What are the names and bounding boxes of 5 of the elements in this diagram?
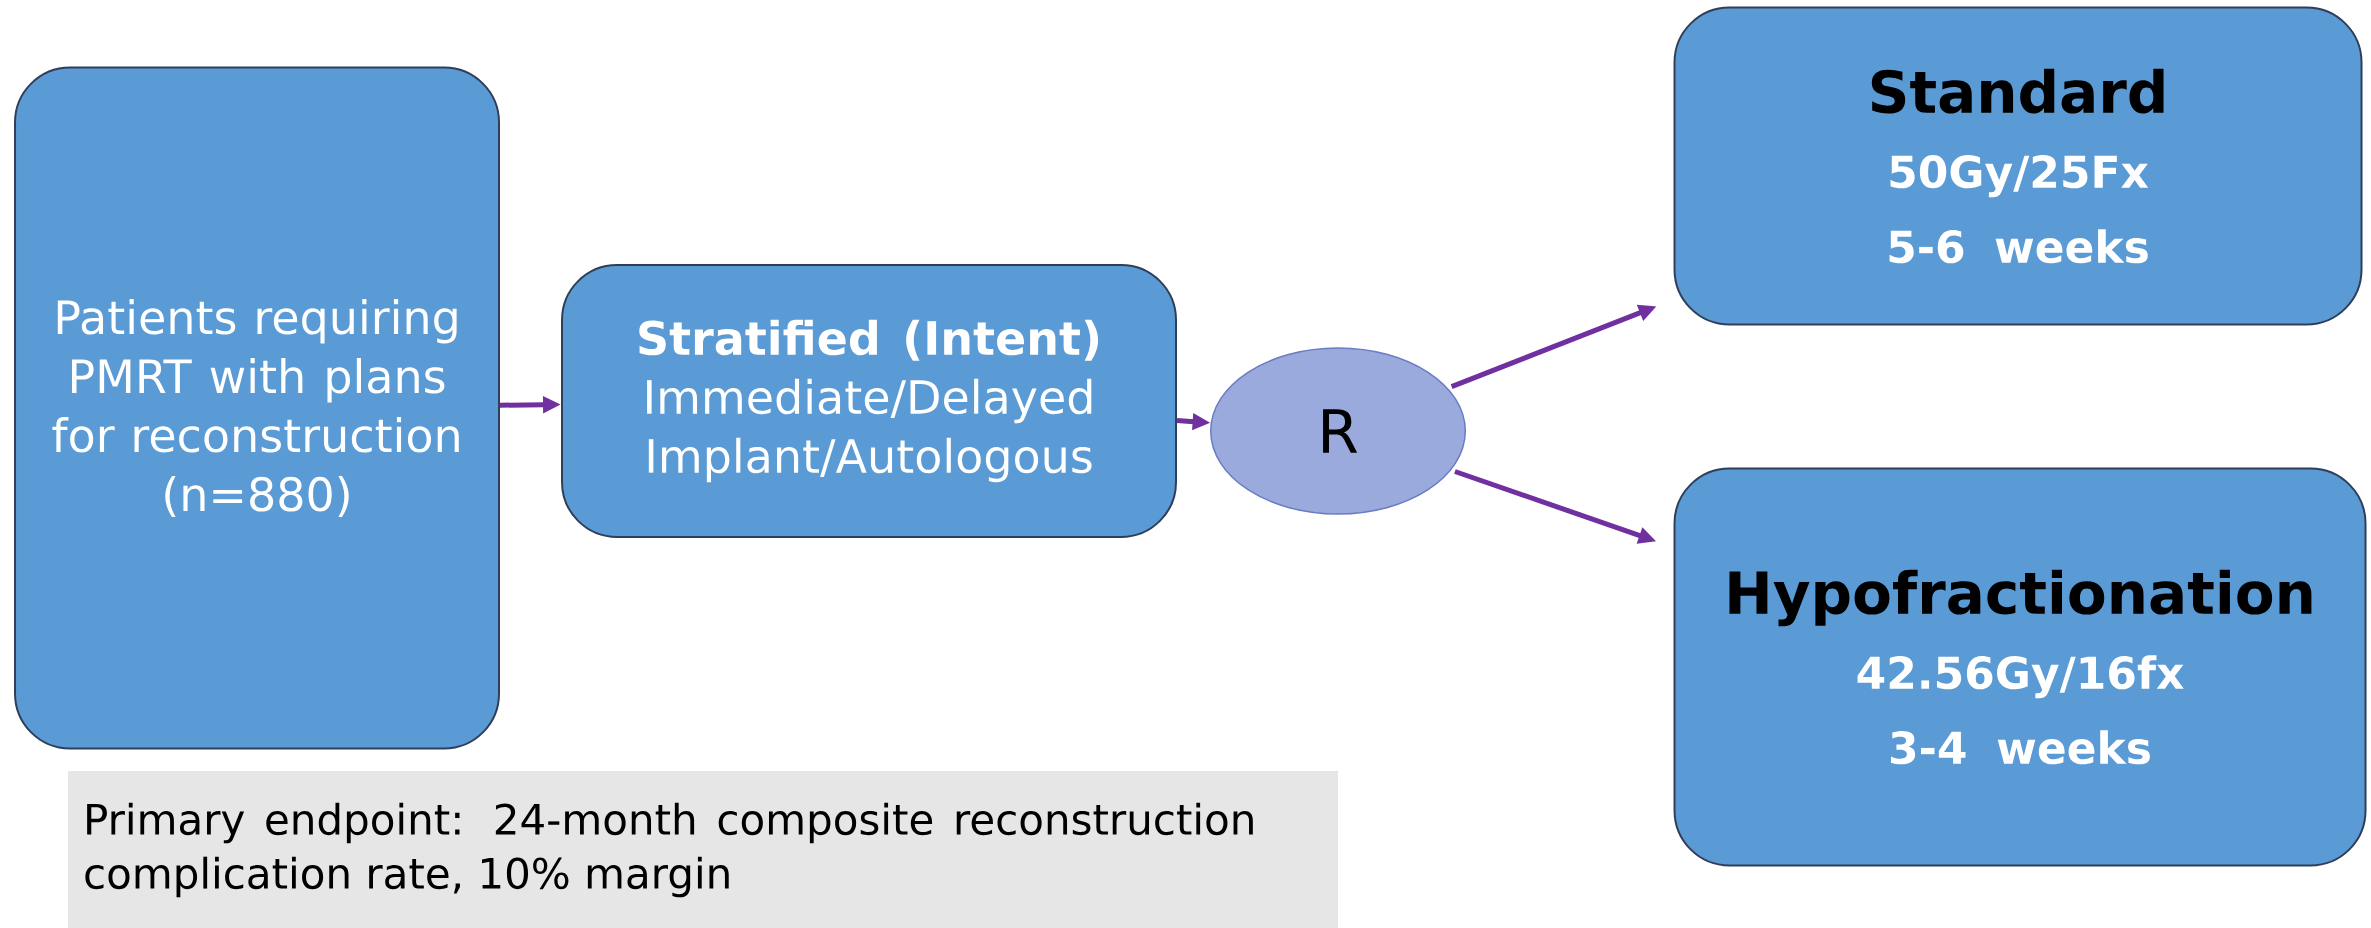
process-box: Patients requiring PMRT with plans for reconstruction (n=880) [14,66,500,750]
outcome-box: Standard 50Gy/25Fx 5-6 weeks [1673,6,2363,326]
outcome-box: Hypofractionation 42.56Gy/16fx 3-4 weeks [1673,467,2367,867]
note-box: Primary endpoint: 24-month composite reconstruction complication rate, 10% margin [68,771,1338,928]
process-box: Stratified (Intent) Immediate/Delayed Implant/Autologous [561,264,1177,538]
